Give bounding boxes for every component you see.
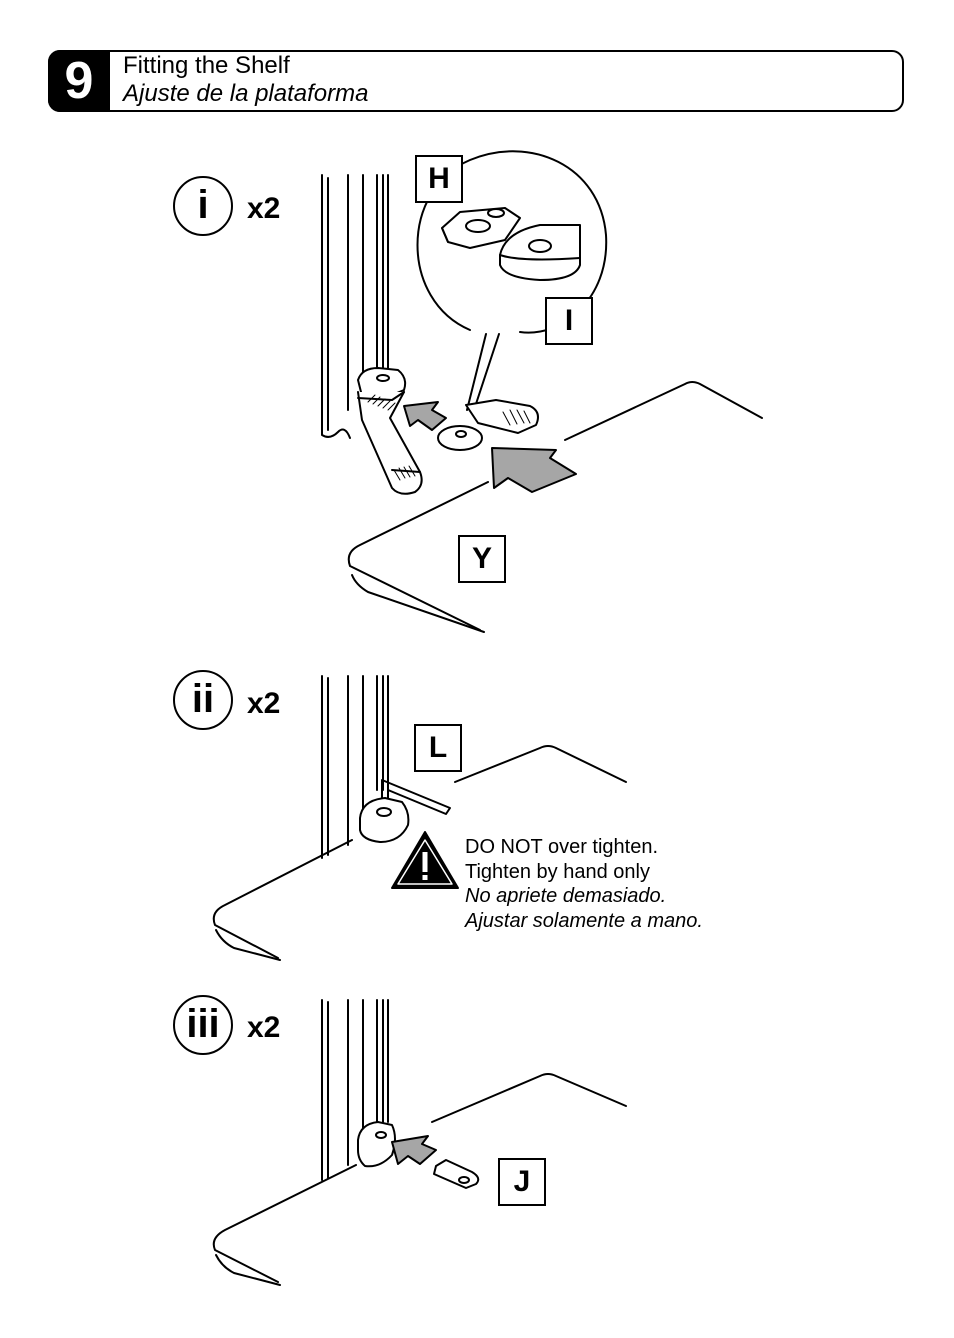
step-iii-illustration bbox=[212, 999, 627, 1286]
step-i-illustration bbox=[321, 150, 763, 633]
warning-line-1: DO NOT over tighten. bbox=[465, 836, 659, 858]
title-spanish: Ajuste de la plataforma bbox=[123, 80, 369, 107]
step-ii-marker: ii bbox=[173, 670, 233, 730]
step-i-marker: i bbox=[173, 176, 233, 236]
step-number-box bbox=[48, 50, 110, 112]
part-label-j: J bbox=[498, 1158, 546, 1206]
part-label-h: H bbox=[415, 155, 463, 203]
warning-triangle-icon bbox=[391, 831, 459, 889]
warning-line-4: Ajustar solamente a mano. bbox=[465, 909, 703, 932]
warning-line-3: No apriete demasiado. bbox=[465, 885, 667, 907]
warning-text: DO NOT over tighten. Tighten by hand onl… bbox=[465, 835, 703, 933]
step-i-quantity: x2 bbox=[247, 192, 281, 225]
push-arrow-icon bbox=[391, 401, 577, 1165]
part-label-i: I bbox=[545, 297, 593, 345]
step-ii-illustration bbox=[212, 675, 627, 961]
part-label-l: L bbox=[414, 724, 462, 772]
part-label-y: Y bbox=[458, 535, 506, 583]
warning-line-2: Tighten by hand only bbox=[465, 860, 650, 883]
step-number: 9 bbox=[64, 52, 94, 110]
step-iii-marker: iii bbox=[173, 995, 233, 1055]
title-english: Fitting the Shelf bbox=[123, 52, 290, 79]
step-ii-quantity: x2 bbox=[247, 687, 281, 720]
step-iii-quantity: x2 bbox=[247, 1011, 281, 1044]
